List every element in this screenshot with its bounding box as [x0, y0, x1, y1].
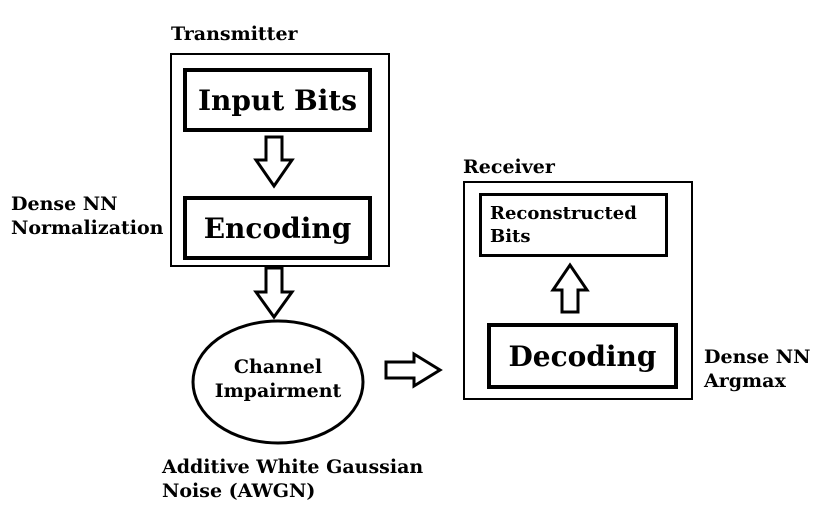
transmitter-side-label-line2: Normalization — [11, 216, 164, 239]
channel-ellipse — [191, 319, 365, 445]
arrow-input-to-encoding — [253, 135, 295, 189]
channel-label-line1: Channel — [233, 356, 323, 378]
reconstructed-bits-line2: Bits — [490, 226, 531, 247]
receiver-side-label-line2: Argmax — [704, 369, 786, 392]
decoding-label: Decoding — [508, 339, 657, 373]
arrow-channel-to-receiver — [384, 351, 443, 389]
channel-label: Channel Impairment — [190, 356, 366, 404]
receiver-title: Receiver — [463, 156, 555, 178]
arrow-encoding-to-channel — [253, 266, 295, 320]
input-bits-label: Input Bits — [197, 83, 358, 117]
arrow-decoding-to-reconstructed — [550, 262, 590, 314]
transmitter-side-label: Dense NN Normalization — [11, 193, 163, 241]
receiver-side-label-line1: Dense NN — [704, 346, 811, 368]
reconstructed-bits-line1: Reconstructed — [490, 202, 637, 224]
channel-caption: Additive White Gaussian Noise (AWGN) — [162, 456, 423, 504]
encoding-block: Encoding — [183, 196, 372, 260]
receiver-box — [463, 181, 693, 400]
transmitter-box — [170, 53, 390, 267]
receiver-side-label: Dense NN Argmax — [704, 346, 811, 394]
input-bits-block: Input Bits — [183, 68, 372, 132]
transmitter-side-label-line1: Dense NN — [11, 193, 118, 215]
channel-caption-line2: Noise (AWGN) — [162, 479, 316, 502]
channel-caption-line1: Additive White Gaussian — [162, 456, 424, 478]
decoding-block: Decoding — [487, 323, 678, 389]
encoding-label: Encoding — [203, 211, 352, 245]
transmitter-title: Transmitter — [171, 23, 298, 45]
reconstructed-bits-block: Reconstructed Bits — [479, 193, 668, 257]
channel-label-line2: Impairment — [214, 379, 342, 402]
